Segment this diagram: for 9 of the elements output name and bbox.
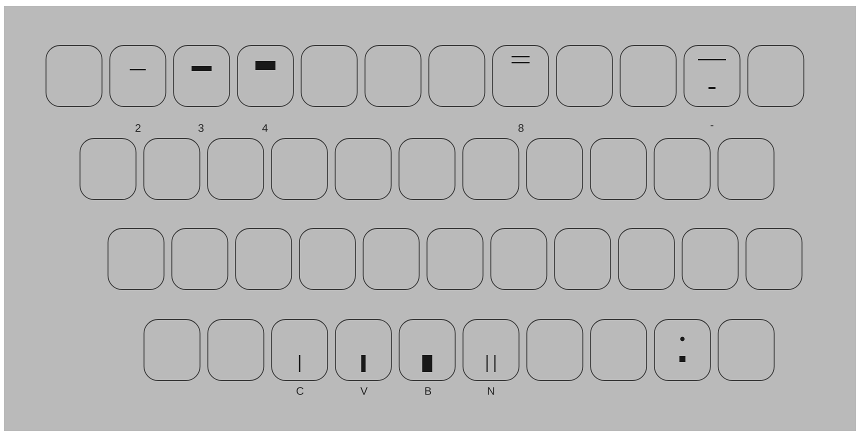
key-label: - bbox=[710, 125, 714, 126]
key-label: 8 bbox=[518, 124, 524, 132]
key-label: 4 bbox=[262, 124, 268, 132]
key-label: 2 bbox=[136, 124, 141, 132]
key-label: B bbox=[425, 387, 432, 395]
key-label: 3 bbox=[198, 124, 204, 132]
key-label: C bbox=[296, 387, 304, 395]
key-label: N bbox=[488, 387, 494, 395]
key-label: V bbox=[360, 387, 368, 395]
